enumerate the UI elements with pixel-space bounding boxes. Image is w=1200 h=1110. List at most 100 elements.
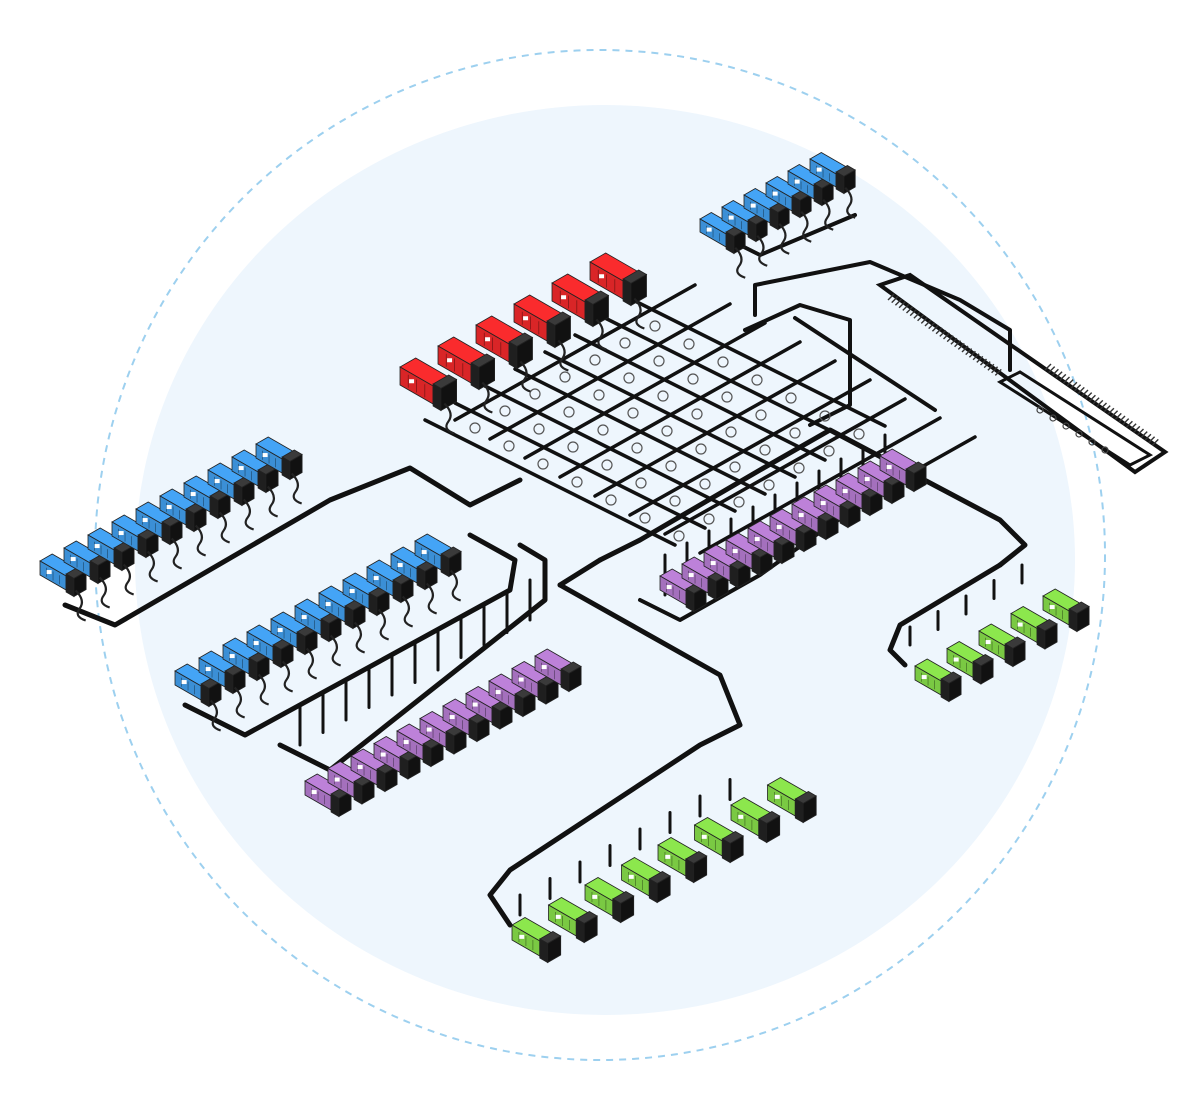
rack-fin bbox=[1114, 412, 1122, 420]
purple-unit-left bbox=[465, 686, 513, 730]
unit-label-plate bbox=[842, 489, 848, 494]
rack-valve bbox=[1075, 430, 1083, 438]
rack-fin bbox=[1055, 371, 1063, 379]
unit-cap-front bbox=[758, 818, 768, 844]
lattice-valve bbox=[619, 337, 631, 349]
unit-cap-front bbox=[320, 618, 330, 643]
unit-label-plate bbox=[421, 550, 427, 555]
unit-hose bbox=[401, 595, 414, 628]
blue-unit-left-lower bbox=[342, 572, 390, 641]
rack-fin bbox=[957, 342, 965, 350]
unit-cap-front bbox=[839, 504, 849, 529]
unit-cap-front bbox=[972, 660, 982, 685]
rack-fin bbox=[1070, 381, 1078, 389]
pipe-network bbox=[62, 213, 1169, 928]
rack-fin bbox=[913, 311, 921, 319]
unit-cap-front bbox=[751, 552, 761, 577]
unit-hose bbox=[633, 297, 645, 330]
rack-frame bbox=[875, 272, 1169, 475]
unit-cap-end bbox=[554, 315, 571, 349]
blue-unit-left-lower bbox=[318, 585, 366, 654]
header-purple-left bbox=[277, 542, 548, 773]
unit-label-plate bbox=[886, 465, 892, 470]
unit-cap-front bbox=[795, 528, 805, 553]
unit-hose bbox=[734, 246, 746, 279]
rack-fin bbox=[991, 366, 999, 374]
rack-fin bbox=[1092, 397, 1100, 405]
unit-label-plate bbox=[262, 453, 268, 458]
unit-cap-front bbox=[940, 678, 950, 703]
rack-fin bbox=[1074, 384, 1082, 392]
unit-hose bbox=[329, 634, 342, 667]
rack-fin bbox=[943, 332, 950, 340]
rack-fin bbox=[987, 363, 995, 371]
unit-label-plate bbox=[349, 589, 355, 594]
unit-cap-front bbox=[161, 521, 171, 546]
unit-label-plate bbox=[599, 274, 605, 279]
lattice-valve bbox=[605, 494, 617, 506]
unit-label-plate bbox=[864, 477, 870, 482]
unit-label-plate bbox=[555, 914, 561, 919]
rack-fin bbox=[935, 327, 943, 335]
lattice-valve bbox=[669, 495, 681, 507]
blue-unit-left-upper bbox=[255, 436, 303, 505]
lattice-valve bbox=[601, 459, 613, 471]
lattice-valve bbox=[649, 320, 661, 332]
lattice-valve bbox=[717, 356, 729, 368]
unit-hose bbox=[778, 222, 790, 255]
unit-cap-front bbox=[200, 683, 210, 708]
unit-label-plate bbox=[449, 715, 455, 720]
unit-cap-front bbox=[1068, 608, 1078, 633]
unit-label-plate bbox=[229, 654, 235, 659]
unit-label-plate bbox=[794, 179, 800, 184]
unit-cap-front bbox=[546, 320, 556, 349]
unit-label-plate bbox=[94, 544, 100, 549]
unit-cap-end bbox=[1012, 640, 1026, 668]
unit-hose bbox=[443, 402, 455, 435]
unit-label-plate bbox=[688, 573, 694, 578]
purple-unit-right bbox=[769, 508, 817, 553]
purple-unit-right bbox=[747, 520, 795, 565]
unit-cap-front bbox=[281, 456, 291, 481]
unit-cap-end bbox=[729, 835, 744, 864]
unit-cap-end bbox=[802, 795, 817, 824]
unit-label-plate bbox=[277, 628, 283, 633]
unit-label-plate bbox=[334, 777, 340, 782]
lattice-valve bbox=[529, 388, 541, 400]
unit-cap-front bbox=[432, 383, 442, 412]
unit-label-plate bbox=[238, 466, 244, 471]
unit-cap-front bbox=[1036, 625, 1046, 650]
unit-label-plate bbox=[495, 690, 501, 695]
green-unit-bottom bbox=[511, 917, 562, 964]
lattice-valve bbox=[499, 405, 511, 417]
rack-fin bbox=[1137, 428, 1144, 436]
rack-fin bbox=[917, 314, 925, 322]
unit-cap-front bbox=[422, 743, 432, 768]
purple-unit-left bbox=[350, 748, 398, 793]
lattice-valve bbox=[593, 389, 605, 401]
unit-hose bbox=[233, 686, 246, 719]
unit-hose bbox=[209, 699, 222, 732]
rack-valve bbox=[1062, 422, 1070, 430]
green-unit-right bbox=[914, 658, 962, 703]
right-filter-rack bbox=[875, 272, 1169, 475]
lattice-valve bbox=[665, 460, 677, 472]
rack-fin bbox=[1044, 363, 1052, 371]
unit-cap-front bbox=[353, 780, 363, 805]
unit-cap-front bbox=[729, 564, 739, 589]
rack-fin bbox=[983, 361, 991, 369]
header-left-lower bbox=[182, 532, 518, 738]
unit-cap-front bbox=[539, 938, 549, 964]
unit-hose bbox=[425, 582, 438, 615]
unit-label-plate bbox=[666, 585, 672, 590]
unit-hose bbox=[281, 660, 294, 693]
lattice-valve bbox=[533, 423, 545, 435]
blue-unit-left-upper bbox=[135, 501, 183, 570]
unit-hose bbox=[257, 673, 270, 706]
unit-label-plate bbox=[816, 167, 822, 172]
unit-cap-front bbox=[622, 278, 632, 307]
unit-hose bbox=[74, 589, 87, 622]
unit-label-plate bbox=[181, 680, 187, 685]
green-unit-bottom bbox=[547, 897, 599, 944]
rack-fin bbox=[894, 298, 902, 306]
